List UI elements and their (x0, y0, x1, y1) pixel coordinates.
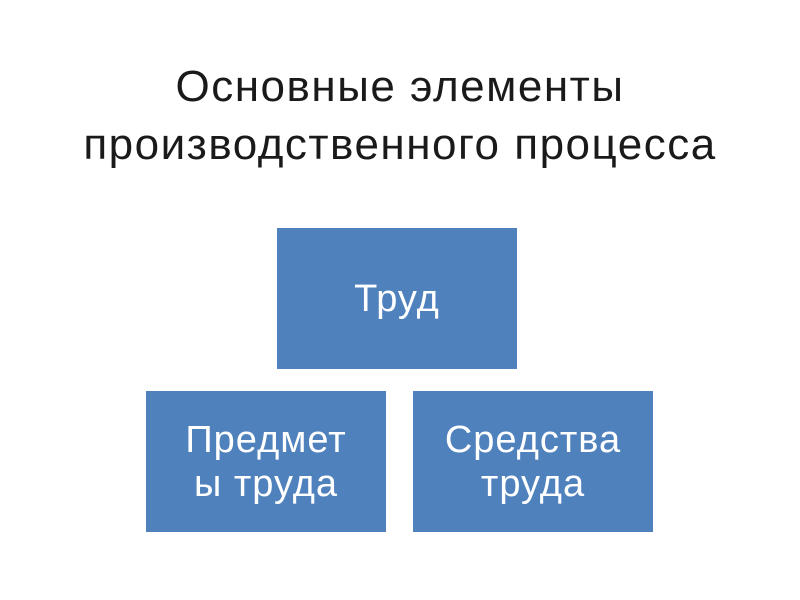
means-of-labor-line-2: труда (480, 462, 586, 505)
title-line-2: производственного процесса (83, 120, 717, 169)
labor-box: Труд (275, 226, 519, 371)
labor-label: Труд (354, 277, 440, 320)
means-of-labor-line-1: Средства (444, 418, 622, 461)
means-of-labor-box: Средства труда (411, 389, 655, 534)
objects-of-labor-label: Предмет ы труда (166, 418, 366, 506)
means-of-labor-label: Средства труда (433, 418, 633, 506)
slide-title: Основные элементы производственного проц… (40, 58, 760, 174)
objects-of-labor-line-2: ы труда (193, 462, 339, 505)
objects-of-labor-line-1: Предмет (185, 418, 347, 461)
objects-of-labor-box: Предмет ы труда (144, 389, 388, 534)
title-line-1: Основные элементы (175, 62, 625, 111)
